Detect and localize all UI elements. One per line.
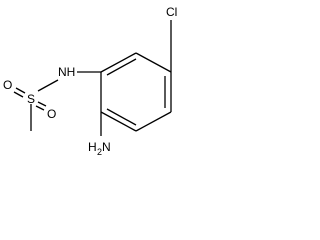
chemical-structure-diagram: NH S O O Cl H 2 N	[3, 5, 177, 157]
ring-bond-c5-c6	[100, 111, 137, 132]
bond-nh-s	[37, 79, 59, 92]
bond-s-o-lower-a	[37, 101, 47, 107]
chlorine-label: Cl	[166, 5, 177, 19]
ring-double-bond-c1-c2	[106, 58, 137, 76]
amine-label: H 2 N	[88, 140, 111, 157]
amine-h-label: H	[88, 140, 97, 154]
oxygen-upper-label: O	[3, 78, 12, 92]
nh-label: NH	[58, 65, 75, 79]
benzene-ring	[100, 52, 172, 132]
bond-s-o-upper-a	[15, 87, 26, 94]
ring-bond-c1-c2	[100, 52, 137, 73]
ring-bond-c2-c3	[135, 52, 172, 73]
ring-bond-c4-c5	[135, 111, 172, 132]
bond-s-o-upper-b	[13, 91, 24, 98]
amine-subscript-label: 2	[97, 147, 102, 157]
ring-double-bond-c5-c6	[106, 108, 137, 126]
oxygen-lower-label: O	[47, 107, 56, 121]
amine-n-label: N	[102, 140, 111, 154]
bond-s-o-lower-b	[35, 105, 45, 111]
sulfur-label: S	[27, 92, 35, 106]
